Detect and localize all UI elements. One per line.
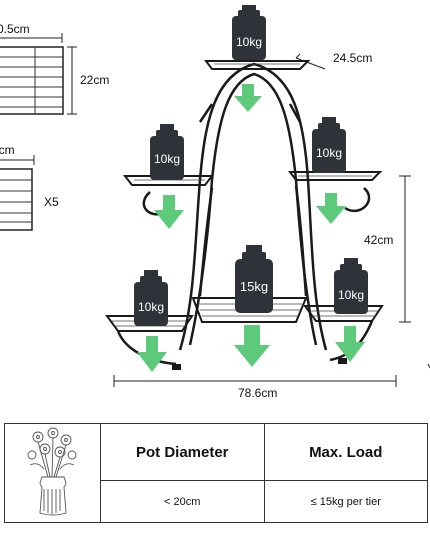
weight-mid-right-label: 10kg xyxy=(316,146,342,160)
shelf-panel-large xyxy=(0,46,64,115)
weight-mid-right: 10kg xyxy=(312,117,346,173)
label-shelf-height: 42cm xyxy=(364,233,394,247)
dimension-diagram: 10kg 10kg 10kg 10kg 15kg 10kg xyxy=(0,5,430,387)
weight-bottom-left-label: 10kg xyxy=(138,300,164,314)
weight-bottom-center-label: 15kg xyxy=(240,279,268,294)
dim-line-42cm xyxy=(399,175,430,369)
weight-top: 10kg xyxy=(232,5,266,60)
table-row: Pot Diameter Max. Load xyxy=(4,422,428,523)
dim-line-top-width xyxy=(0,33,63,43)
stand-feet xyxy=(172,358,347,370)
label-total-width: 78.6cm xyxy=(238,386,278,400)
header-pot-diameter: Pot Diameter xyxy=(100,422,265,482)
vase-flower-icon xyxy=(27,427,76,515)
header-max-load: Max. Load xyxy=(263,422,428,482)
value-max-load: ≤ 15kg per tier xyxy=(263,480,428,523)
weight-bottom-center: 15kg xyxy=(235,245,273,313)
weight-bottom-right-label: 10kg xyxy=(338,288,364,302)
weight-top-label: 10kg xyxy=(236,35,262,49)
dim-line-depth xyxy=(295,53,326,70)
label-shelf-depth: 24.5cm xyxy=(333,51,373,65)
dim-line-22cm xyxy=(67,46,77,115)
label-small-width: 1cm xyxy=(0,143,15,157)
vase-illustration-cell xyxy=(4,423,101,523)
weight-mid-left: 10kg xyxy=(150,124,184,180)
spec-table: Pot Diameter Max. Load < 20cm ≤ 15kg per… xyxy=(4,422,428,523)
weight-mid-left-label: 10kg xyxy=(154,152,180,166)
table-row: < 20cm ≤ 15kg per tier xyxy=(5,480,428,523)
dim-line-small-width xyxy=(0,155,35,165)
weight-bottom-right: 10kg xyxy=(334,258,368,314)
label-height-22: 22cm xyxy=(80,73,110,87)
weight-bottom-left: 10kg xyxy=(134,270,168,326)
shelf-panel-small xyxy=(0,168,33,231)
label-top-width: 0.5cm xyxy=(0,22,30,36)
value-pot-diameter: < 20cm xyxy=(100,480,265,523)
dim-line-total-width xyxy=(113,375,397,387)
label-quantity: X5 xyxy=(44,195,59,209)
load-arrows xyxy=(137,84,365,372)
